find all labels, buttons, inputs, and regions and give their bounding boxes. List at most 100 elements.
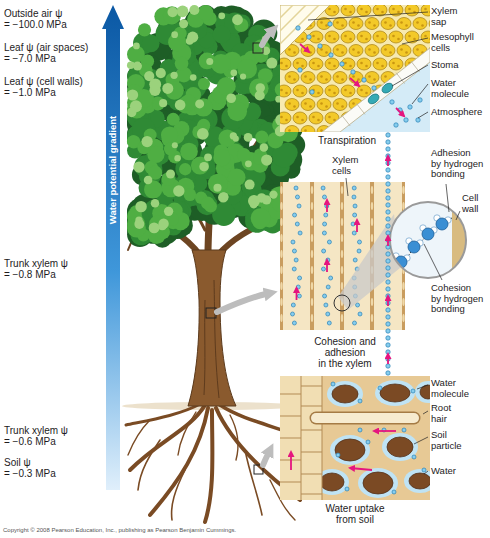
water-molecule bbox=[328, 22, 332, 26]
mesophyll-cell bbox=[336, 75, 339, 78]
water-molecule bbox=[323, 294, 327, 298]
mesophyll-cell bbox=[405, 31, 419, 43]
mesophyll-cell bbox=[309, 78, 312, 81]
water-column bbox=[386, 350, 390, 354]
root-hair bbox=[316, 412, 414, 425]
mesophyll-cell bbox=[389, 31, 403, 43]
potential-label: Trunk xylem ψ = −0.8 MPa bbox=[4, 258, 68, 280]
tree-crown bbox=[198, 78, 210, 90]
flow-arrow bbox=[396, 108, 404, 116]
water-molecule bbox=[351, 222, 355, 226]
mesophyll-cell bbox=[373, 78, 376, 81]
mesophyll-cell bbox=[389, 58, 403, 70]
zoom-square bbox=[206, 43, 263, 474]
tree-crown bbox=[144, 176, 153, 185]
water-column bbox=[386, 210, 390, 214]
tree-crown bbox=[227, 102, 247, 122]
mesophyll-cell bbox=[333, 11, 336, 14]
mesophyll-cell bbox=[349, 11, 352, 14]
water-molecule bbox=[327, 240, 331, 244]
water-molecule bbox=[394, 123, 398, 127]
tree-crown bbox=[184, 189, 197, 202]
water-column bbox=[386, 147, 390, 151]
water-column bbox=[386, 371, 390, 375]
water-column bbox=[386, 329, 390, 333]
mesophyll-cell bbox=[325, 78, 328, 81]
zoom-arrow bbox=[217, 294, 266, 312]
xylem-wall bbox=[280, 182, 405, 330]
mesophyll-cell bbox=[288, 48, 291, 51]
mesophyll-cell bbox=[349, 38, 352, 41]
mesophyll-cell bbox=[349, 45, 363, 57]
tree-crown bbox=[151, 199, 160, 208]
soil-particle bbox=[332, 385, 358, 403]
mesophyll-cell bbox=[301, 65, 304, 68]
wall-pit bbox=[311, 314, 313, 322]
water-molecule bbox=[291, 240, 295, 244]
mesophyll-cell bbox=[341, 5, 355, 16]
tree-crown bbox=[142, 136, 153, 147]
wall-pit bbox=[280, 218, 282, 226]
water-column bbox=[386, 343, 390, 347]
mesophyll-cell bbox=[280, 112, 291, 124]
soil-particle bbox=[320, 473, 344, 491]
water-molecule bbox=[357, 240, 361, 244]
mesophyll-cell bbox=[285, 119, 288, 122]
mesophyll-cell bbox=[325, 24, 328, 27]
mesophyll-cell bbox=[309, 112, 323, 124]
flow-arrow bbox=[326, 260, 328, 272]
potential-label: Trunk xylem ψ = −0.6 MPa bbox=[4, 425, 68, 447]
tree-crown bbox=[237, 148, 251, 162]
mesophyll-cell bbox=[325, 105, 328, 108]
mesophyll-cell bbox=[368, 48, 371, 51]
magnifier bbox=[390, 202, 466, 278]
mesophyll-cell bbox=[424, 35, 427, 38]
mesophyll-cell bbox=[320, 21, 323, 24]
tree-crown bbox=[156, 68, 166, 78]
tree-crown bbox=[177, 6, 189, 18]
potential-label: Outside air ψ = −100.0 MPa bbox=[4, 8, 67, 30]
tree-crown bbox=[133, 43, 140, 50]
water-molecule bbox=[392, 490, 396, 494]
wall-pit bbox=[341, 282, 343, 290]
leader-line bbox=[456, 211, 460, 220]
mesophyll-cell bbox=[384, 48, 387, 51]
mesophyll-cell bbox=[328, 35, 331, 38]
water-molecule bbox=[321, 267, 325, 271]
water-column bbox=[386, 217, 390, 221]
leader-line bbox=[346, 178, 348, 196]
tree-crown bbox=[213, 149, 230, 166]
tree-crown bbox=[245, 160, 252, 167]
water-molecule bbox=[326, 312, 330, 316]
tree-crown bbox=[174, 155, 180, 161]
tree-crown bbox=[172, 142, 178, 148]
water-molecule bbox=[353, 213, 357, 217]
wall-pit bbox=[341, 266, 343, 274]
mesophyll-cell bbox=[416, 48, 419, 51]
tree-crown bbox=[217, 77, 236, 96]
flow-arrow bbox=[350, 468, 372, 470]
wall-pit bbox=[311, 266, 313, 274]
mesophyll-cell bbox=[365, 18, 379, 30]
water-column bbox=[386, 266, 390, 270]
trunk bbox=[188, 250, 236, 406]
branches bbox=[128, 120, 304, 255]
mesophyll-cell bbox=[280, 5, 430, 132]
water-column bbox=[386, 280, 390, 284]
tree-crown bbox=[167, 113, 180, 126]
mesophyll-cell bbox=[413, 18, 427, 30]
tree-crown bbox=[127, 89, 138, 100]
water-molecule bbox=[404, 118, 408, 122]
mesophyll-cell bbox=[365, 45, 379, 57]
water-molecule bbox=[358, 428, 362, 432]
tree-crown bbox=[218, 192, 228, 202]
water-molecule bbox=[372, 86, 376, 90]
water-molecule bbox=[327, 321, 331, 325]
flow-arrow bbox=[290, 452, 292, 470]
water-molecule bbox=[321, 186, 325, 190]
tree-crown bbox=[161, 126, 178, 143]
tree-crown bbox=[175, 57, 189, 71]
gradient-arrow: Water potential gradient bbox=[102, 5, 124, 490]
water-column bbox=[386, 252, 390, 256]
soil-particle bbox=[320, 384, 430, 494]
